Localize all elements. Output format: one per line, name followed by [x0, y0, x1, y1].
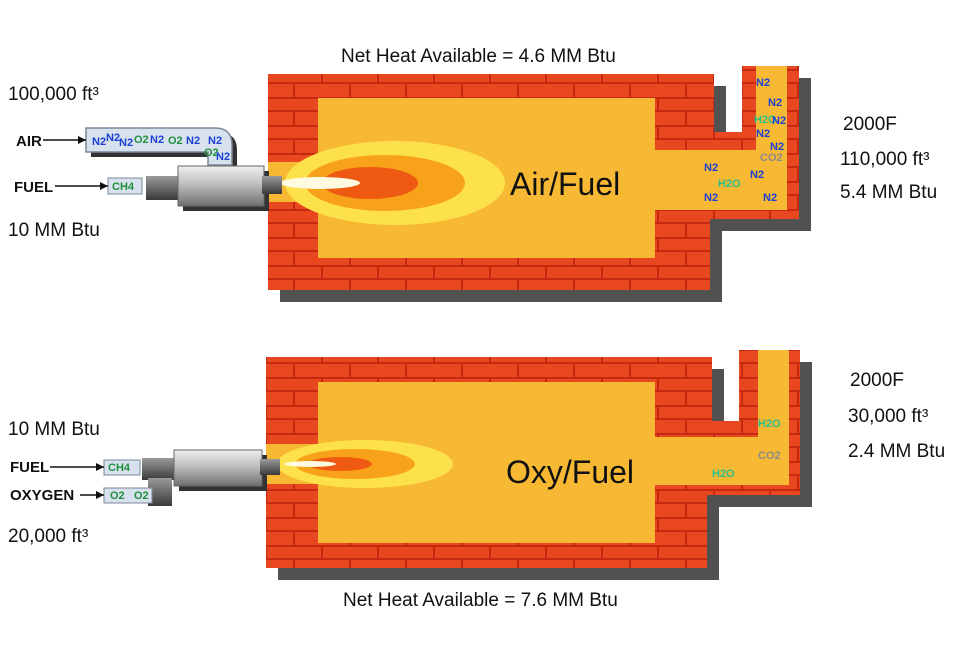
air-fuel-furnace: Air/Fuel — [268, 66, 811, 302]
oxy-fuel-ch4: CH4 — [108, 462, 131, 474]
svg-text:N2: N2 — [208, 135, 222, 147]
air-pipe — [85, 127, 237, 170]
air-fuel-flue-molecules: N2 N2 H2O N2 N2 CO2 N2 N2 H2O N2 N2 N2 — [704, 77, 786, 204]
oxy-fuel-fuel-label: FUEL — [10, 459, 50, 476]
svg-text:H2O: H2O — [758, 418, 781, 430]
oxy-fuel-furnace: Oxy/Fuel — [266, 350, 812, 580]
oxygen-volume: 20,000 ft³ — [8, 526, 89, 547]
svg-text:O2: O2 — [204, 147, 219, 159]
svg-text:O2: O2 — [134, 134, 149, 146]
oxygen-label: OXYGEN — [10, 487, 75, 504]
svg-text:N2: N2 — [756, 128, 770, 140]
svg-text:N2: N2 — [763, 192, 777, 204]
svg-text:N2: N2 — [119, 137, 133, 149]
air-inlet-volume: 100,000 ft³ — [8, 84, 99, 105]
svg-text:N2: N2 — [704, 192, 718, 204]
oxy-fuel-flue-molecules: H2O CO2 H2O — [712, 418, 781, 480]
svg-text:N2: N2 — [768, 97, 782, 109]
air-fuel-label: Air/Fuel — [510, 166, 620, 202]
svg-text:H2O: H2O — [718, 178, 741, 190]
air-fuel-exhaust-temp: 2000F — [843, 114, 897, 135]
air-fuel-net-heat: Net Heat Available = 4.6 MM Btu — [341, 46, 616, 67]
air-fuel-fuel-label: FUEL — [14, 179, 54, 196]
oxygen-molecule-1: O2 — [110, 490, 125, 502]
oxy-fuel-exhaust-temp: 2000F — [850, 370, 904, 391]
svg-text:N2: N2 — [756, 77, 770, 89]
svg-text:N2: N2 — [186, 135, 200, 147]
oxy-fuel-exhaust-energy: 2.4 MM Btu — [848, 441, 946, 462]
svg-text:N2: N2 — [216, 151, 230, 163]
oxy-fuel-label: Oxy/Fuel — [506, 454, 634, 490]
svg-text:N2: N2 — [92, 136, 106, 148]
air-fuel-burner — [107, 165, 282, 211]
svg-text:N2: N2 — [772, 115, 786, 127]
oxygen-molecule-2: O2 — [134, 490, 149, 502]
svg-text:CO2: CO2 — [760, 152, 783, 164]
air-label: AIR — [16, 133, 42, 150]
svg-text:O2: O2 — [168, 135, 183, 147]
svg-text:N2: N2 — [704, 162, 718, 174]
oxy-fuel-fuel-energy: 10 MM Btu — [8, 419, 100, 440]
air-fuel-fuel-energy: 10 MM Btu — [8, 220, 100, 241]
oxy-fuel-burner — [103, 449, 280, 506]
air-fuel-ch4: CH4 — [112, 181, 135, 193]
svg-text:N2: N2 — [750, 169, 764, 181]
svg-text:N2: N2 — [150, 134, 164, 146]
air-fuel-flame — [280, 141, 505, 225]
air-fuel-exhaust-volume: 110,000 ft³ — [840, 149, 930, 170]
svg-text:N2: N2 — [106, 132, 120, 144]
oxy-fuel-net-heat: Net Heat Available = 7.6 MM Btu — [343, 590, 618, 611]
svg-text:N2: N2 — [770, 141, 784, 153]
svg-text:H2O: H2O — [754, 114, 777, 126]
air-fuel-exhaust-energy: 5.4 MM Btu — [840, 182, 938, 203]
svg-text:CO2: CO2 — [758, 450, 781, 462]
oxy-fuel-flame — [277, 440, 453, 488]
svg-text:H2O: H2O — [712, 468, 735, 480]
oxy-fuel-exhaust-volume: 30,000 ft³ — [848, 406, 929, 427]
air-pipe-molecules: N2 N2 N2 O2 N2 O2 N2 O2 N2 N2 — [92, 132, 230, 163]
